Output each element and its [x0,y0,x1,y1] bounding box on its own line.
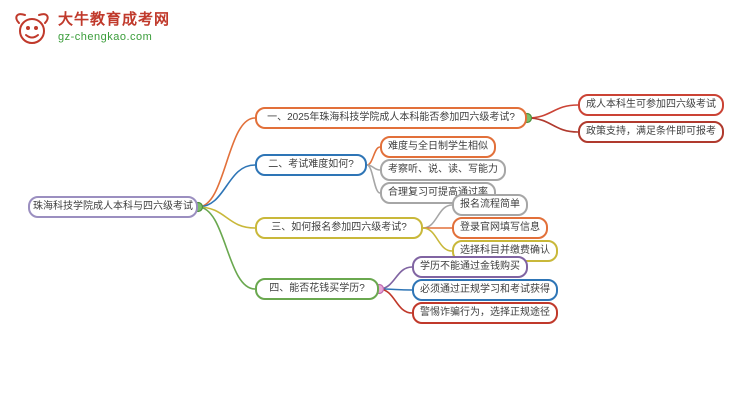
leaf-node-3-2: 登录官网填写信息 [452,217,548,239]
leaf-node-2-2: 考察听、说、读、写能力 [380,159,506,181]
leaf-node-4-2: 必须通过正规学习和考试获得 [412,279,558,301]
leaf-node-2-1: 难度与全日制学生相似 [380,136,496,158]
branch-node-3: 三、如何报名参加四六级考试? [255,217,423,239]
leaf-node-1-1: 成人本科生可参加四六级考试 [578,94,724,116]
logo-bull-icon [10,8,54,57]
branch-node-2: 二、考试难度如何? [255,154,367,176]
leaf-node-3-1: 报名流程简单 [452,194,528,216]
logo: 大牛教育成考网 gz-chengkao.com [10,8,170,57]
branch-node-4: 四、能否花钱买学历? [255,278,379,300]
logo-title: 大牛教育成考网 [58,12,171,28]
root-node: 珠海科技学院成人本科与四六级考试 [28,196,198,218]
leaf-node-4-3: 警惕诈骗行为，选择正规途径 [412,302,558,324]
branch-node-1: 一、2025年珠海科技学院成人本科能否参加四六级考试? [255,107,527,129]
leaf-node-4-1: 学历不能通过金钱购买 [412,256,528,278]
logo-subtitle: gz-chengkao.com [58,31,153,43]
leaf-node-1-2: 政策支持，满足条件即可报考 [578,121,724,143]
